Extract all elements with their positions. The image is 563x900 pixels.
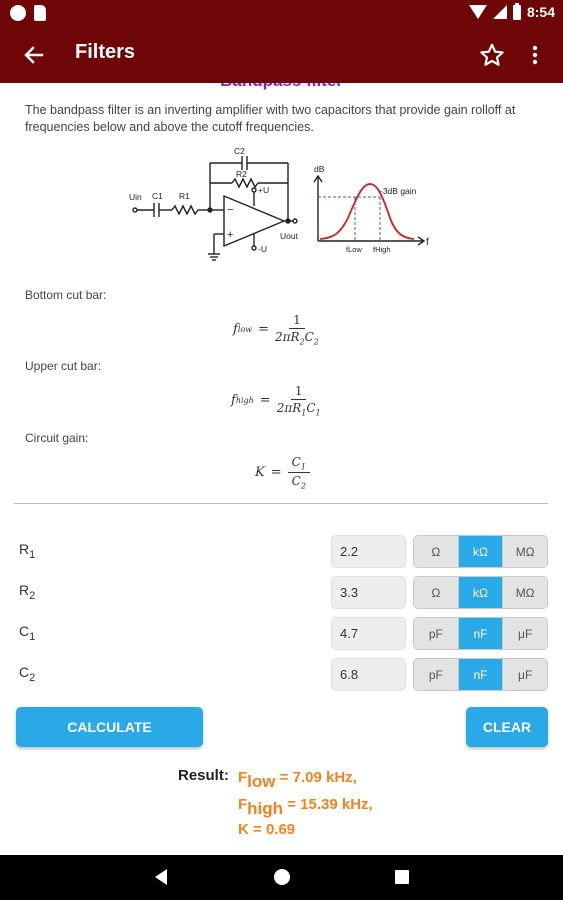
signal-icon [492, 5, 507, 19]
param-row-r2: R2 3.3 Ω kΩ MΩ [0, 576, 563, 610]
formula-label-high: Upper cut bar: [25, 359, 102, 373]
nav-back-icon[interactable] [155, 869, 167, 885]
c2-input[interactable]: 6.8 [331, 658, 406, 691]
r2-unit-kohm[interactable]: kΩ [458, 577, 504, 608]
clear-button[interactable]: CLEAR [466, 707, 548, 747]
overflow-menu-button[interactable] [523, 39, 547, 71]
label-c1: C1 [152, 191, 163, 201]
r2-unit-selector: Ω kΩ MΩ [413, 576, 548, 609]
content-scroll[interactable]: Bandpass filter The bandpass filter is a… [0, 83, 563, 855]
result-f-low: Flow = 7.09 kHz, [238, 769, 357, 791]
star-outline-icon [480, 43, 504, 66]
response-gain-label: -3dB gain [380, 186, 417, 196]
bandpass-circuit-diagram: C2 R2 Uin C1 R1 +U -U Uout − + [129, 146, 429, 261]
c1-unit-selector: pF nF μF [413, 617, 548, 650]
response-y-label: dB [314, 164, 325, 174]
c1-unit-pf[interactable]: pF [414, 618, 459, 649]
formula-gain: K = C1 C2 [255, 455, 310, 491]
filter-description: The bandpass filter is an inverting ampl… [25, 103, 516, 134]
param-row-c2: C2 6.8 pF nF μF [0, 658, 563, 692]
label-r2: R2 [236, 169, 247, 179]
result-gain: K = 0.69 [238, 821, 296, 838]
param-label-r1: R1 [19, 541, 36, 561]
status-bar: 8:54 [0, 0, 563, 27]
arrow-left-icon [24, 46, 44, 64]
label-plus-u: +U [258, 185, 269, 195]
label-uin: Uin [129, 192, 142, 202]
sd-card-icon [34, 5, 46, 21]
r1-input[interactable]: 2.2 [331, 535, 406, 568]
result-f-high: Fhigh = 15.39 kHz, [238, 796, 373, 818]
result-label: Result: [178, 767, 229, 784]
opamp-minus-sign: − [227, 204, 233, 216]
label-r1: R1 [179, 191, 190, 201]
back-button[interactable] [18, 39, 50, 71]
response-x-label: f [426, 237, 429, 248]
opamp-plus-sign: + [227, 229, 233, 241]
app-title: Filters [75, 41, 136, 63]
wifi-icon [468, 5, 487, 19]
nav-recents-icon[interactable] [395, 870, 409, 884]
section-divider [14, 503, 548, 504]
app-bar: Filters [0, 27, 563, 83]
c2-unit-selector: pF nF μF [413, 658, 548, 691]
favorite-button[interactable] [476, 39, 508, 71]
c2-unit-uf[interactable]: μF [503, 659, 547, 690]
r2-unit-mohm[interactable]: MΩ [503, 577, 547, 608]
param-label-r2: R2 [19, 582, 36, 602]
param-label-c2: C2 [19, 664, 36, 684]
param-row-c1: C1 4.7 pF nF μF [0, 617, 563, 651]
response-f-high: fHigh [373, 245, 391, 254]
param-row-r1: R1 2.2 Ω kΩ MΩ [0, 535, 563, 569]
r1-unit-ohm[interactable]: Ω [414, 536, 459, 567]
nav-home-icon[interactable] [274, 869, 290, 885]
r2-input[interactable]: 3.3 [331, 576, 406, 609]
navigation-bar [0, 855, 563, 900]
param-label-c1: C1 [19, 623, 36, 643]
label-c2: C2 [234, 146, 245, 156]
c1-unit-nf[interactable]: nF [458, 618, 504, 649]
response-f-low: fLow [346, 245, 362, 254]
r1-unit-kohm[interactable]: kΩ [458, 536, 504, 567]
notification-dot-icon [10, 5, 26, 21]
formula-label-gain: Circuit gain: [25, 431, 89, 445]
c2-unit-nf[interactable]: nF [458, 659, 504, 690]
r2-unit-ohm[interactable]: Ω [414, 577, 459, 608]
label-minus-u: -U [258, 244, 267, 254]
more-vertical-icon [532, 45, 538, 65]
c1-unit-uf[interactable]: μF [503, 618, 547, 649]
r1-unit-mohm[interactable]: MΩ [503, 536, 547, 567]
section-title: Bandpass filter [0, 83, 563, 91]
label-uout: Uout [280, 231, 299, 241]
c1-input[interactable]: 4.7 [331, 617, 406, 650]
battery-icon [512, 2, 521, 20]
c2-unit-pf[interactable]: pF [414, 659, 459, 690]
r1-unit-selector: Ω kΩ MΩ [413, 535, 548, 568]
formula-label-low: Bottom cut bar: [25, 288, 107, 302]
calculate-button[interactable]: CALCULATE [16, 707, 203, 747]
status-clock: 8:54 [526, 4, 555, 20]
